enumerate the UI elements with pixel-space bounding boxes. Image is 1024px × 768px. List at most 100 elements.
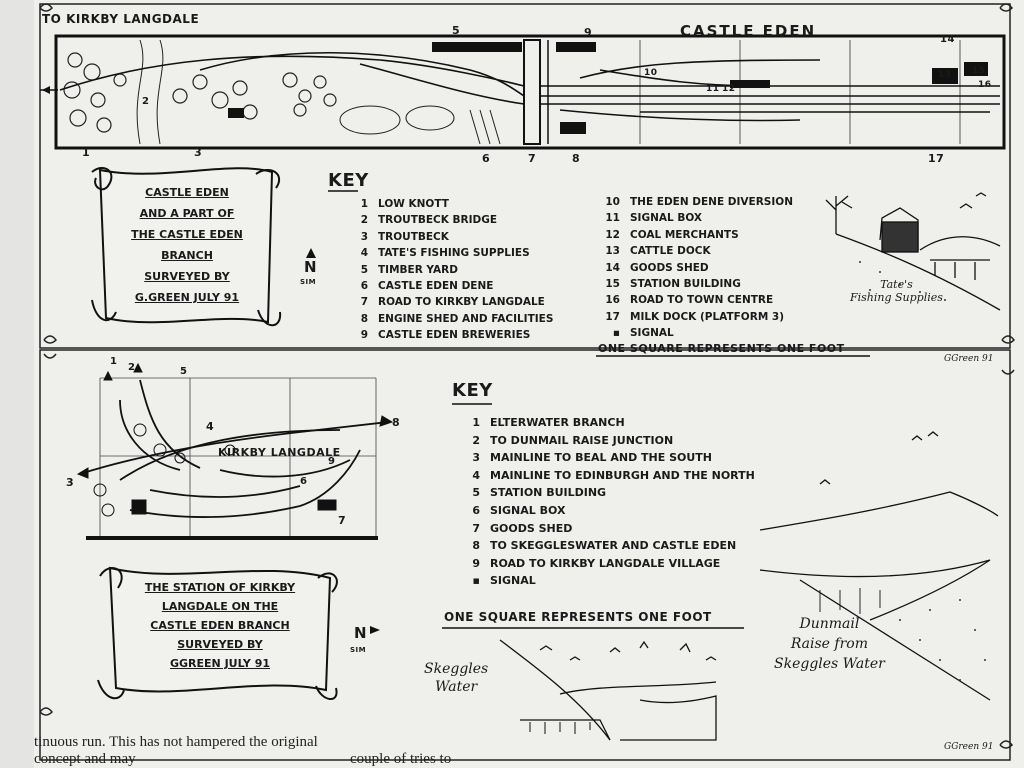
scroll-line: THE CASTLE EDEN [131, 228, 243, 241]
bottom-track-plan [76, 362, 394, 540]
scroll-line: AND A PART OF [139, 207, 235, 220]
skeggles-water-sketch [499, 639, 717, 741]
north-arrow-top [306, 248, 316, 258]
scroll-line: GGREEN JULY 91 [169, 657, 270, 670]
fishing-supplies-sketch [825, 192, 1001, 311]
caption-line: Skeggles [424, 661, 489, 677]
scroll-line: LANGDALE ON THE [161, 600, 279, 613]
plan-number: 5 [452, 24, 461, 37]
station-title: CASTLE EDEN [680, 22, 817, 40]
caption-line: Tate's [880, 278, 913, 291]
caption-line: Water [435, 679, 478, 695]
body-text-line: couple of tries to [350, 751, 452, 767]
north-label-bottom: N [354, 624, 368, 642]
plan-number: 4 [206, 420, 215, 433]
top-scroll-title: CASTLE EDEN AND A PART OF THE CASTLE EDE… [112, 182, 262, 308]
north-sub-bottom: SIM [350, 646, 367, 654]
plan-number: 10 [644, 68, 658, 78]
plan-number: 2 [142, 96, 150, 107]
plan-number: 7 [528, 152, 537, 165]
caption-line: Raise from [790, 636, 868, 652]
plan-number: 3 [194, 146, 203, 159]
plan-number: 8 [572, 152, 581, 165]
bottom-scroll-shape [97, 566, 338, 700]
plan-number: 8 [392, 416, 401, 429]
plan-number: 16 [978, 80, 992, 90]
signature-bottom: GGreen 91 [944, 742, 994, 752]
plan-number: 11 [706, 84, 720, 94]
key-item: ▪SIGNAL [472, 574, 536, 588]
top-track-plan [40, 34, 1006, 150]
scale-note-bottom: ONE SQUARE REPRESENTS ONE FOOT [444, 610, 712, 624]
body-text-line: concept and may [34, 751, 136, 767]
scroll-line: CASTLE EDEN BRANCH [150, 619, 290, 632]
scroll-line: SURVEYED BY [177, 638, 263, 651]
plan-number: 9 [584, 26, 593, 39]
bottom-panel-frame [39, 349, 1011, 761]
corner-flourishes [39, 3, 1015, 749]
signature-top: GGreen 91 [944, 354, 994, 364]
plan-number: 12 [722, 84, 736, 94]
scroll-line: BRANCH [161, 249, 213, 262]
key-title-top: KEY [328, 170, 369, 191]
bottom-scroll-title: THE STATION OF KIRKBY LANGDALE ON THE CA… [120, 578, 320, 673]
scroll-line: CASTLE EDEN [145, 186, 229, 199]
plan-number: 2 [128, 362, 136, 373]
direction-label: TO KIRKBY LANGDALE [42, 12, 200, 26]
north-arrow-bottom [370, 626, 380, 634]
plan-number: 1 [110, 356, 118, 367]
body-text-line: tinuous run. This has not hampered the o… [34, 734, 318, 750]
plan-number: 3 [66, 476, 75, 489]
plan-number: 1 [82, 146, 91, 159]
scale-note-top: ONE SQUARE REPRESENTS ONE FOOT [598, 342, 845, 355]
caption-line: Dunmail [799, 616, 860, 632]
sketch-caption-dunmail: Dunmail Raise from Skeggles Water [774, 614, 885, 674]
plan-number: 6 [300, 476, 308, 487]
top-panel-frame [39, 3, 1011, 349]
caption-line: Fishing Supplies [850, 291, 943, 304]
sketch-caption-skeggles: Skeggles Water [424, 660, 488, 696]
north-sub-top: SIM [300, 278, 317, 286]
plan-number: 9 [328, 456, 336, 467]
key-item: ▪SIGNAL [612, 327, 674, 340]
plan-number: 17 [928, 152, 945, 165]
plan-number: 14 [940, 34, 955, 45]
top-scroll-shape [91, 167, 282, 327]
scroll-line: SURVEYED BY [144, 270, 230, 283]
plan-town-label: KIRKBY LANGDALE [218, 446, 341, 459]
sketch-stipple-top [859, 261, 946, 301]
plan-number: 5 [180, 366, 188, 377]
dunmail-raise-sketch [759, 431, 999, 701]
north-label-top: N [304, 258, 318, 276]
key-title-bottom: KEY [452, 380, 493, 401]
plan-number: 15 [972, 66, 986, 76]
plan-number: 13 [938, 70, 952, 80]
plan-number: 6 [482, 152, 491, 165]
